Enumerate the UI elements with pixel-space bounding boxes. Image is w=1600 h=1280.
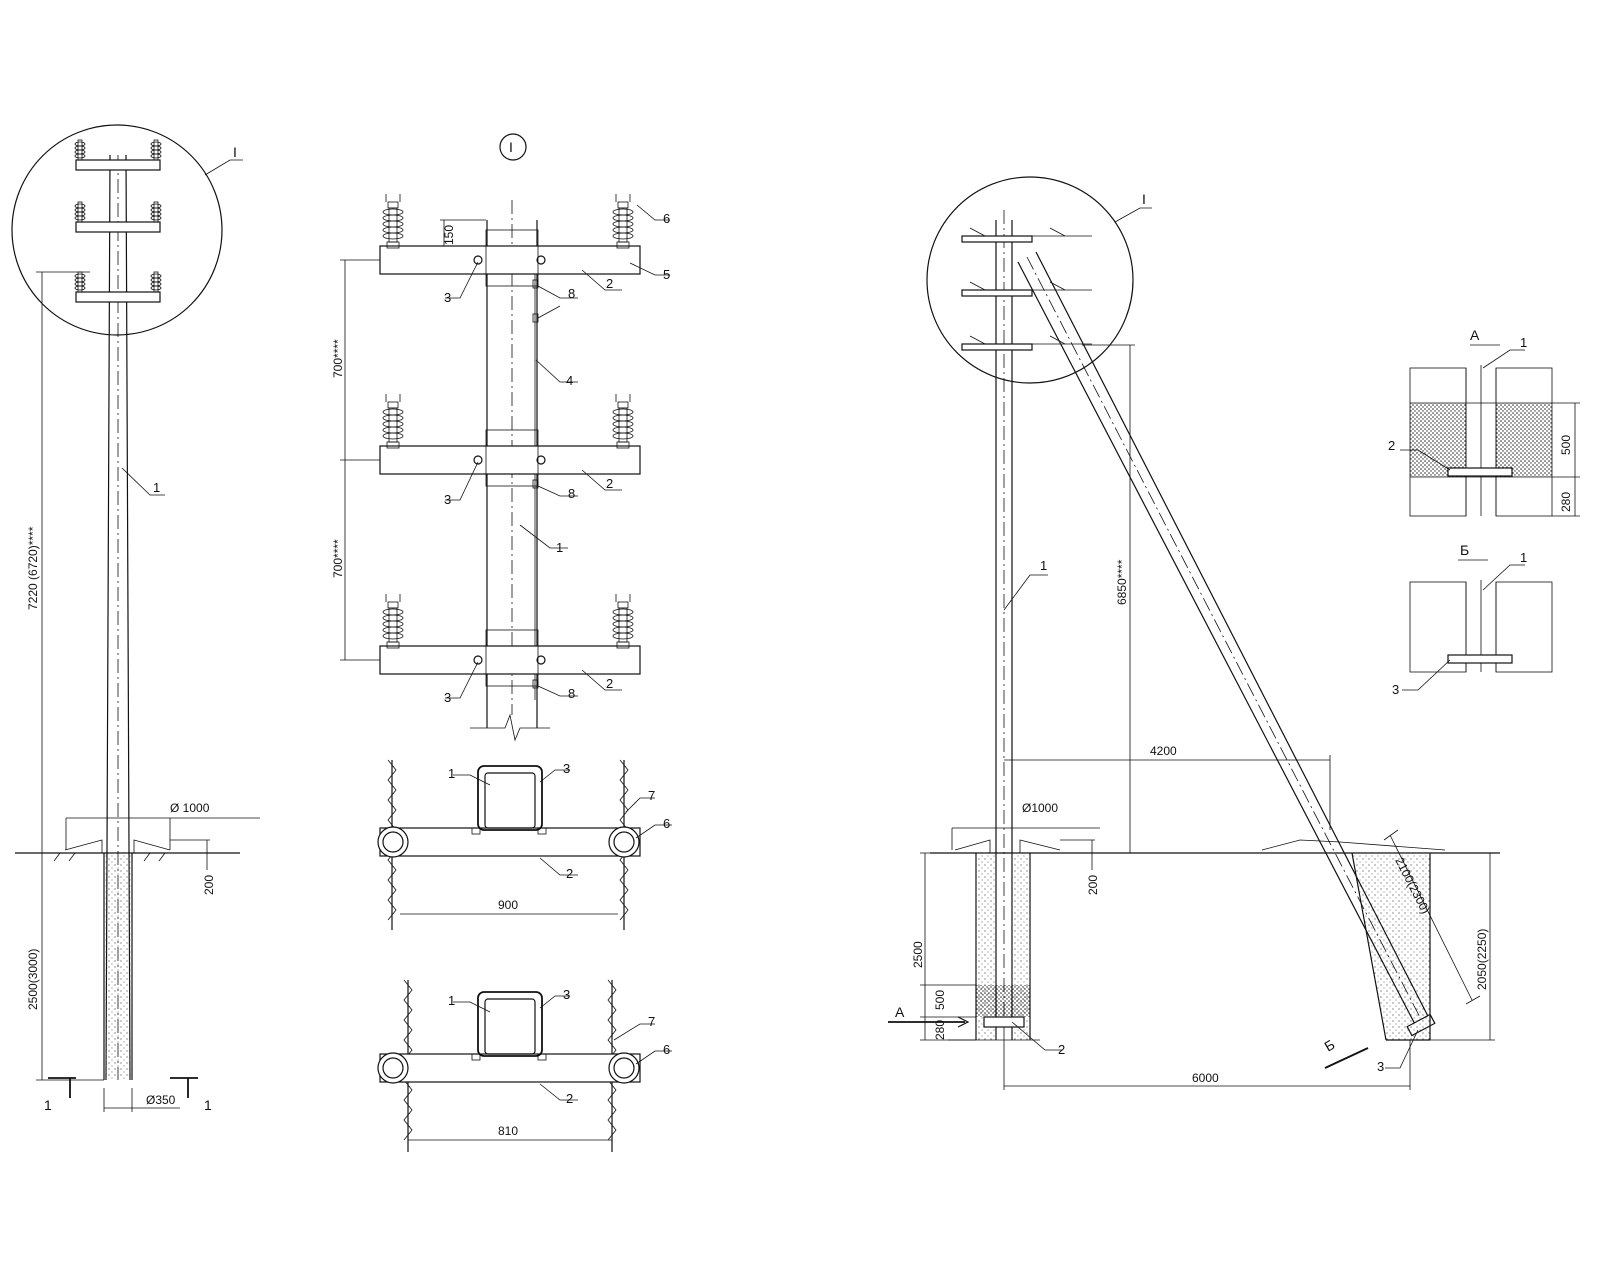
dim-900: 900: [498, 898, 518, 912]
detail-view: I: [331, 133, 670, 742]
section-b-label-3: 3: [1392, 682, 1399, 697]
plan-b-label-1: 1: [448, 993, 455, 1008]
label-5: 5: [663, 267, 670, 282]
plan-a-label-6: 6: [663, 816, 670, 831]
section-a-dim-280: 280: [1559, 492, 1573, 512]
pole-label: 1: [153, 480, 160, 495]
dim-700-b: 700****: [331, 539, 345, 578]
left-view: I 1 7220 (6720)**** Ø 1000 200 2500(3000…: [11, 124, 260, 1113]
right-callout-label: I: [1142, 191, 1146, 207]
section-right: 1: [204, 1097, 212, 1113]
dim-4200: 4200: [1150, 744, 1177, 758]
section-left: 1: [44, 1097, 52, 1113]
plan-b-label-6: 6: [663, 1042, 670, 1057]
section-a-marker: А: [895, 1004, 905, 1020]
dim-2050: 2050(2250): [1475, 929, 1489, 990]
plan-a-label-7: 7: [648, 788, 655, 803]
dim-diameter-bottom: Ø350: [146, 1093, 176, 1107]
callout-circle: [11, 124, 223, 336]
section-b-title: Б: [1460, 542, 1469, 558]
section-a-view: А 500 280 1 2: [1388, 327, 1580, 517]
dim-height: 7220 (6720)****: [26, 526, 40, 610]
section-a-title: А: [1470, 327, 1480, 343]
detail-title: I: [509, 139, 513, 155]
label-8b: 8: [568, 486, 575, 501]
dim-6000: 6000: [1192, 1071, 1219, 1085]
dim-2500: 2500: [911, 941, 925, 968]
right-pole-label: 1: [1040, 558, 1047, 573]
section-a-dim-500: 500: [1559, 435, 1573, 455]
right-label-2: 2: [1058, 1042, 1065, 1057]
section-b-marker: Б: [1322, 1036, 1338, 1054]
crossarm-bottom: [379, 593, 641, 687]
label-6: 6: [663, 211, 670, 226]
label-2c: 2: [606, 676, 613, 691]
section-a-label-2: 2: [1388, 438, 1395, 453]
dim-diameter-top: Ø 1000: [170, 801, 210, 815]
label-3a: 3: [444, 290, 451, 305]
dim-200: 200: [202, 875, 216, 895]
right-view: I 1 6850**** 4200 Ø1000 200: [888, 176, 1500, 1090]
callout-label: I: [233, 144, 237, 160]
label-3b: 3: [444, 492, 451, 507]
label-8a: 8: [568, 286, 575, 301]
label-8c: 8: [568, 686, 575, 701]
section-b-label-1: 1: [1520, 550, 1527, 565]
dim-6850: 6850****: [1115, 559, 1129, 605]
label-4: 4: [566, 373, 573, 388]
plan-b-label-7: 7: [648, 1014, 655, 1029]
dim-diameter-right: Ø1000: [1022, 801, 1058, 815]
plan-810: 810 1 3 7 6 2: [377, 979, 672, 1152]
crossarm-mid: [379, 393, 641, 487]
right-callout-circle: [926, 176, 1134, 384]
section-b-view: Б 1 3: [1392, 542, 1553, 697]
dim-150: 150: [442, 225, 456, 245]
label-2b: 2: [606, 476, 613, 491]
dim-500: 500: [933, 990, 947, 1010]
right-label-3: 3: [1377, 1059, 1384, 1074]
dim-700-a: 700****: [331, 339, 345, 378]
dim-depth: 2500(3000): [26, 949, 40, 1010]
dim-200-right: 200: [1086, 875, 1100, 895]
dim-810: 810: [498, 1124, 518, 1138]
dim-280: 280: [933, 1020, 947, 1040]
label-1: 1: [556, 540, 563, 555]
plan-a-label-2: 2: [566, 866, 573, 881]
crossarm-top: [379, 193, 641, 287]
section-a-label-1: 1: [1520, 335, 1527, 350]
plan-a-label-1: 1: [448, 766, 455, 781]
plan-a-label-3: 3: [563, 761, 570, 776]
plan-b-label-3: 3: [563, 987, 570, 1002]
plan-b-label-2: 2: [566, 1091, 573, 1106]
label-2a: 2: [606, 276, 613, 291]
plan-900: 900 1 3 7 6 2: [377, 759, 672, 930]
label-3c: 3: [444, 690, 451, 705]
